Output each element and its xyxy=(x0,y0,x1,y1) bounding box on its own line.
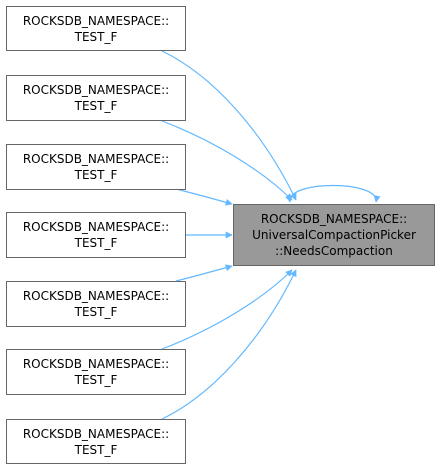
caller-node-3[interactable]: ROCKSDB_NAMESPACE:: TEST_F xyxy=(6,144,186,190)
edge-caller-7 xyxy=(161,269,297,420)
caller-node-5-function: TEST_F xyxy=(74,305,118,319)
target-node-class: UniversalCompactionPicker xyxy=(252,228,416,242)
target-node-namespace: ROCKSDB_NAMESPACE:: xyxy=(260,212,408,226)
caller-node-4-namespace: ROCKSDB_NAMESPACE:: xyxy=(22,220,170,234)
caller-node-3-function: TEST_F xyxy=(74,168,118,182)
edge-caller-6 xyxy=(161,269,293,350)
edge-caller-5 xyxy=(175,264,233,282)
caller-node-7-namespace: ROCKSDB_NAMESPACE:: xyxy=(22,426,170,441)
caller-node-5-namespace: ROCKSDB_NAMESPACE:: xyxy=(22,289,170,303)
caller-node-7[interactable]: ROCKSDB_NAMESPACE:: TEST_F xyxy=(6,419,186,464)
caller-node-5[interactable]: ROCKSDB_NAMESPACE:: TEST_F xyxy=(6,281,186,327)
caller-node-6[interactable]: ROCKSDB_NAMESPACE:: TEST_F xyxy=(6,349,186,395)
edge-caller-2 xyxy=(161,120,293,201)
caller-node-4-function: TEST_F xyxy=(74,236,118,250)
caller-node-2[interactable]: ROCKSDB_NAMESPACE:: TEST_F xyxy=(6,75,186,121)
target-node: ROCKSDB_NAMESPACE:: UniversalCompactionP… xyxy=(233,204,435,266)
edge-self-loop xyxy=(285,184,381,203)
caller-node-1[interactable]: ROCKSDB_NAMESPACE:: TEST_F xyxy=(6,6,186,51)
edge-caller-1 xyxy=(161,50,297,201)
caller-node-4[interactable]: ROCKSDB_NAMESPACE:: TEST_F xyxy=(6,212,186,258)
caller-node-3-namespace: ROCKSDB_NAMESPACE:: xyxy=(22,152,170,166)
caller-node-1-namespace: ROCKSDB_NAMESPACE:: xyxy=(22,13,170,28)
caller-node-6-namespace: ROCKSDB_NAMESPACE:: xyxy=(22,357,170,371)
target-node-method: ::NeedsCompaction xyxy=(275,244,393,258)
caller-node-2-function: TEST_F xyxy=(74,99,118,113)
caller-node-6-function: TEST_F xyxy=(74,373,118,387)
caller-node-7-function: TEST_F xyxy=(74,442,118,457)
caller-node-2-namespace: ROCKSDB_NAMESPACE:: xyxy=(22,83,170,97)
edge-caller-3 xyxy=(175,188,233,206)
caller-node-1-function: TEST_F xyxy=(74,29,118,44)
